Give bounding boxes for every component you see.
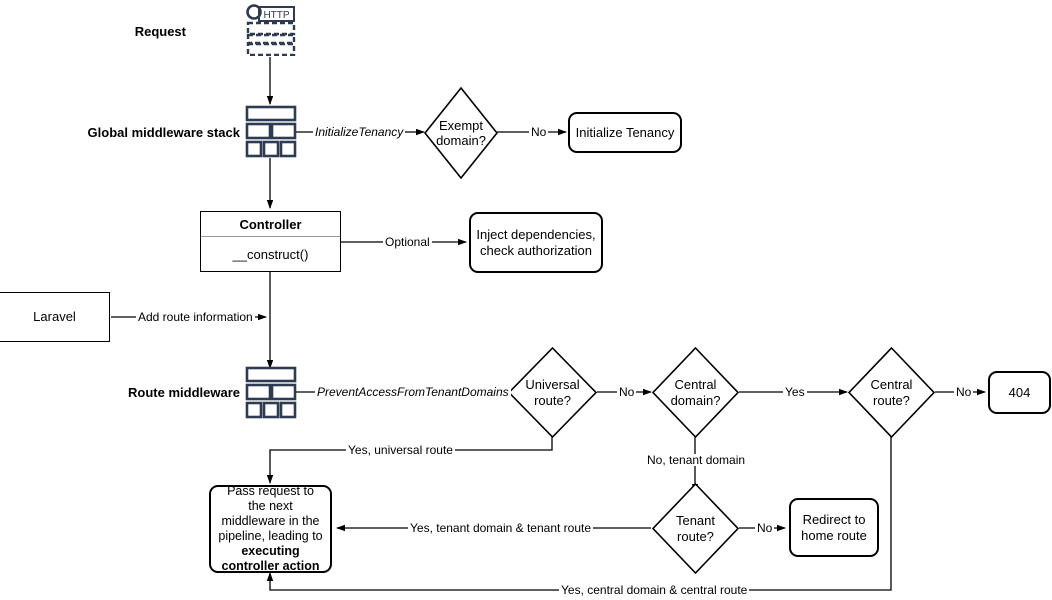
edge-label-optional: Optional: [383, 235, 432, 249]
controller-title: Controller: [201, 212, 340, 237]
row-label-route-middleware: Route middleware: [128, 385, 240, 400]
central-route-line1: Central: [870, 377, 913, 393]
redirect-home-line2: home route: [801, 527, 867, 543]
decision-central-route-label: Central route?: [848, 347, 935, 438]
universal-route-line2: route?: [534, 392, 571, 408]
decision-universal-route[interactable]: Universal route?: [508, 347, 597, 438]
decision-exempt-domain-label: Exempt domain?: [424, 87, 498, 179]
edge-label-yes-tenant-domain-tenant-route: Yes, tenant domain & tenant route: [408, 521, 594, 535]
tenant-route-line2: route?: [677, 528, 714, 544]
middleware-stack-icon-route: [245, 366, 297, 419]
edge-label-prevent-access-from-tenant-domains: PreventAccessFromTenantDomains: [315, 385, 511, 399]
decision-central-route[interactable]: Central route?: [848, 347, 935, 438]
decision-central-domain[interactable]: Central domain?: [652, 347, 739, 438]
decision-tenant-route-label: Tenant route?: [652, 483, 739, 574]
decision-exempt-domain[interactable]: Exempt domain?: [424, 87, 498, 179]
decision-tenant-route[interactable]: Tenant route?: [652, 483, 739, 574]
svg-text:HTTP: HTTP: [263, 10, 289, 21]
node-inject-dependencies[interactable]: Inject dependencies, check authorization: [469, 212, 603, 273]
controller-method: __construct(): [232, 246, 309, 262]
edge-label-yes-universal-route: Yes, universal route: [346, 443, 455, 457]
exempt-domain-line1: Exempt: [438, 117, 484, 133]
row-label-global-middleware: Global middleware stack: [87, 125, 240, 140]
http-request-icon: HTTP: [245, 4, 297, 57]
node-controller[interactable]: Controller __construct(): [200, 211, 341, 272]
edge-label-no-tenant-route: No: [755, 521, 775, 535]
pass-request-prefix: Pass request to the next middleware in t…: [218, 484, 323, 543]
node-initialize-tenancy[interactable]: Initialize Tenancy: [568, 112, 682, 153]
node-laravel[interactable]: Laravel: [0, 292, 110, 342]
inject-dependencies-line2: check authorization: [479, 242, 592, 258]
edge-label-no-central-route: No: [954, 385, 974, 399]
pass-request-text: Pass request to the next middleware in t…: [211, 482, 330, 576]
edge-label-no-exempt-domain: No: [529, 125, 549, 139]
inject-dependencies-line1: Inject dependencies,: [476, 227, 596, 243]
middleware-stack-icon-global: [245, 105, 297, 158]
universal-route-line1: Universal: [525, 377, 580, 393]
central-domain-line1: Central: [674, 377, 717, 393]
pass-request-bold: executing controller action: [221, 544, 320, 573]
decision-central-domain-label: Central domain?: [652, 347, 739, 438]
decision-exempt-domain-text: Exempt domain?: [436, 118, 486, 149]
node-pass-request[interactable]: Pass request to the next middleware in t…: [209, 482, 332, 576]
central-domain-line2: domain?: [670, 392, 721, 408]
edge-label-add-route-information: Add route information: [136, 310, 255, 324]
edge-label-no-tenant-domain: No, tenant domain: [645, 453, 748, 467]
central-route-line2: route?: [873, 392, 910, 408]
node-404[interactable]: 404: [988, 371, 1051, 414]
tenant-route-line1: Tenant: [675, 513, 716, 529]
node-redirect-home-route[interactable]: Redirect to home route: [789, 498, 879, 557]
edge-label-no-universal-route: No: [617, 385, 637, 399]
decision-universal-route-label: Universal route?: [508, 347, 597, 438]
redirect-home-line1: Redirect to: [802, 512, 866, 528]
edge-label-initialize-tenancy-middleware: InitializeTenancy: [313, 125, 406, 139]
edge-label-yes-central-domain: Yes: [783, 385, 807, 399]
edge-label-yes-central-domain-central-route: Yes, central domain & central route: [559, 583, 750, 597]
exempt-domain-line2: domain?: [436, 133, 486, 148]
row-label-request: Request: [134, 24, 186, 39]
